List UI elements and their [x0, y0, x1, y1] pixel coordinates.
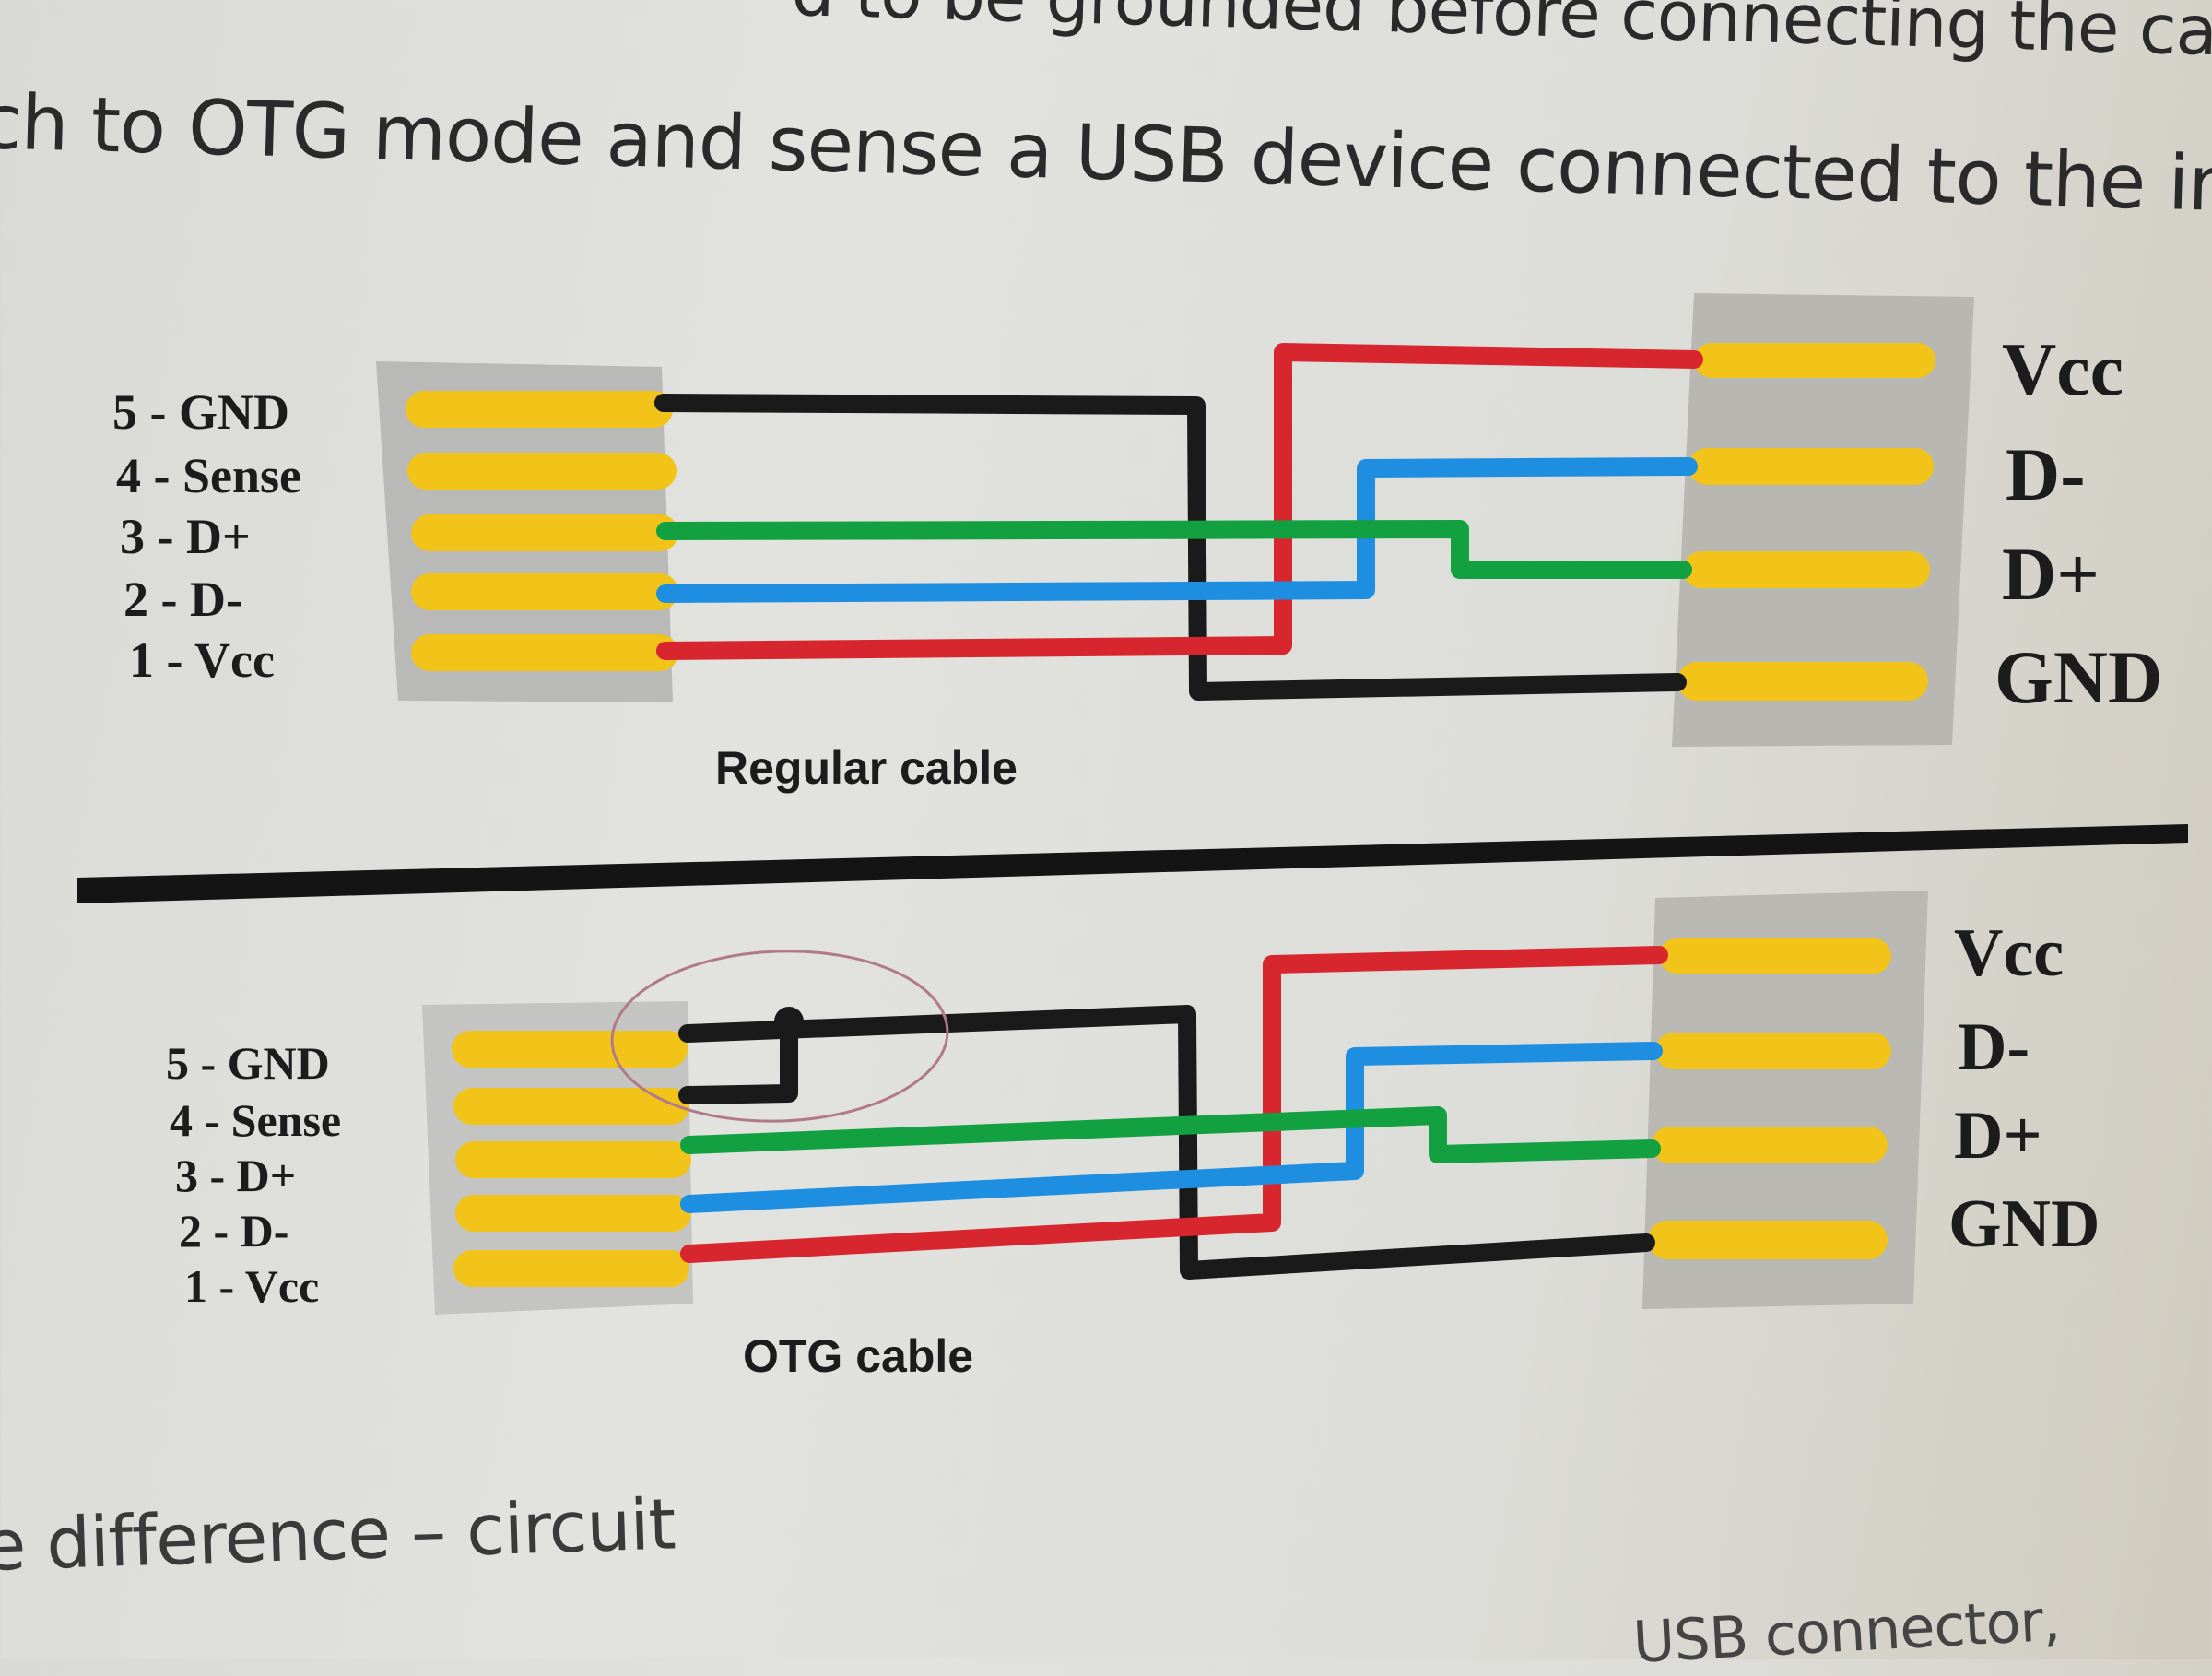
- pin-label: D+: [1954, 1098, 2042, 1174]
- regular-cable-diagram: 5 - GND 4 - Sense 3 - D+ 2 - D- 1 - Vcc …: [112, 293, 2162, 794]
- otg-cable-diagram: 5 - GND 4 - Sense 3 - D+ 2 - D- 1 - Vcc …: [166, 891, 2100, 1382]
- wire-sense-to-gnd: [678, 1020, 798, 1104]
- right-connector: [1642, 891, 1928, 1309]
- contact-pin-5: [452, 1031, 688, 1068]
- contact-pin-4: [407, 453, 677, 490]
- contact-pin-gnd: [1677, 662, 1928, 701]
- diagram-caption: Regular cable: [715, 742, 1018, 794]
- diagram-caption: OTG cable: [743, 1330, 973, 1382]
- contact-pin-1: [411, 634, 678, 671]
- pin-label: D-: [2006, 432, 2086, 516]
- highlight-ellipse: [610, 950, 949, 1123]
- contact-pin-dplus: [1683, 551, 1930, 588]
- pin-label: 5 - GND: [112, 384, 289, 440]
- contact-pin-2: [455, 1195, 691, 1232]
- wire-vcc: [656, 343, 1703, 660]
- right-connector: [1672, 293, 1974, 747]
- connector-body: [1672, 293, 1974, 747]
- contact-pin-gnd: [1648, 1221, 1888, 1259]
- left-connector: [376, 361, 678, 702]
- right-pin-labels: Vcc D- D+ GND: [1994, 327, 2162, 719]
- pin-label: 4 - Sense: [170, 1094, 341, 1146]
- pin-label: 1 - Vcc: [184, 1260, 319, 1312]
- left-pin-labels: 5 - GND 4 - Sense 3 - D+ 2 - D- 1 - Vcc: [166, 1037, 341, 1312]
- contact-pin-dminus: [1688, 448, 1934, 485]
- wire-dplus: [656, 520, 1692, 579]
- contact-pin-vcc: [1694, 343, 1936, 378]
- contact-pin-dminus: [1655, 1033, 1891, 1069]
- pin-label: 3 - D+: [120, 509, 251, 564]
- pin-label: Vcc: [2002, 327, 2124, 411]
- wires: [654, 343, 1703, 701]
- pin-label: 5 - GND: [166, 1037, 330, 1089]
- left-pin-labels: 5 - GND 4 - Sense 3 - D+ 2 - D- 1 - Vcc: [112, 384, 301, 688]
- pin-label: 1 - Vcc: [129, 632, 275, 688]
- connector-body: [1642, 891, 1928, 1309]
- contact-pin-dplus: [1652, 1127, 1888, 1163]
- contact-pin-4: [453, 1088, 689, 1125]
- contact-pin-5: [406, 391, 673, 428]
- contact-pin-3: [455, 1141, 691, 1178]
- contact-pin-1: [453, 1250, 689, 1287]
- divider-line: [77, 824, 2188, 903]
- pin-label: GND: [1994, 635, 2162, 719]
- pin-label: D+: [2002, 532, 2100, 616]
- wire-gnd: [678, 1005, 1655, 1280]
- pin-label: 4 - Sense: [116, 448, 301, 503]
- right-pin-labels: Vcc D- D+ GND: [1948, 915, 2100, 1262]
- pin-label: 2 - D-: [179, 1205, 288, 1257]
- pin-label: 2 - D-: [124, 572, 242, 627]
- left-connector: [422, 1001, 693, 1315]
- contact-pin-2: [411, 573, 678, 610]
- wire-vcc: [680, 946, 1668, 1263]
- pin-label: GND: [1948, 1186, 2100, 1262]
- contact-pin-3: [411, 514, 678, 551]
- wires: [678, 946, 1668, 1280]
- contact-pin-vcc: [1659, 938, 1891, 974]
- pin-label: D-: [1958, 1009, 2030, 1085]
- pin-label: 3 - D+: [175, 1150, 296, 1201]
- wire-dplus: [680, 1106, 1661, 1163]
- pin-label: Vcc: [1954, 915, 2064, 991]
- wire-gnd: [654, 394, 1687, 701]
- junction-dot: [774, 1007, 804, 1036]
